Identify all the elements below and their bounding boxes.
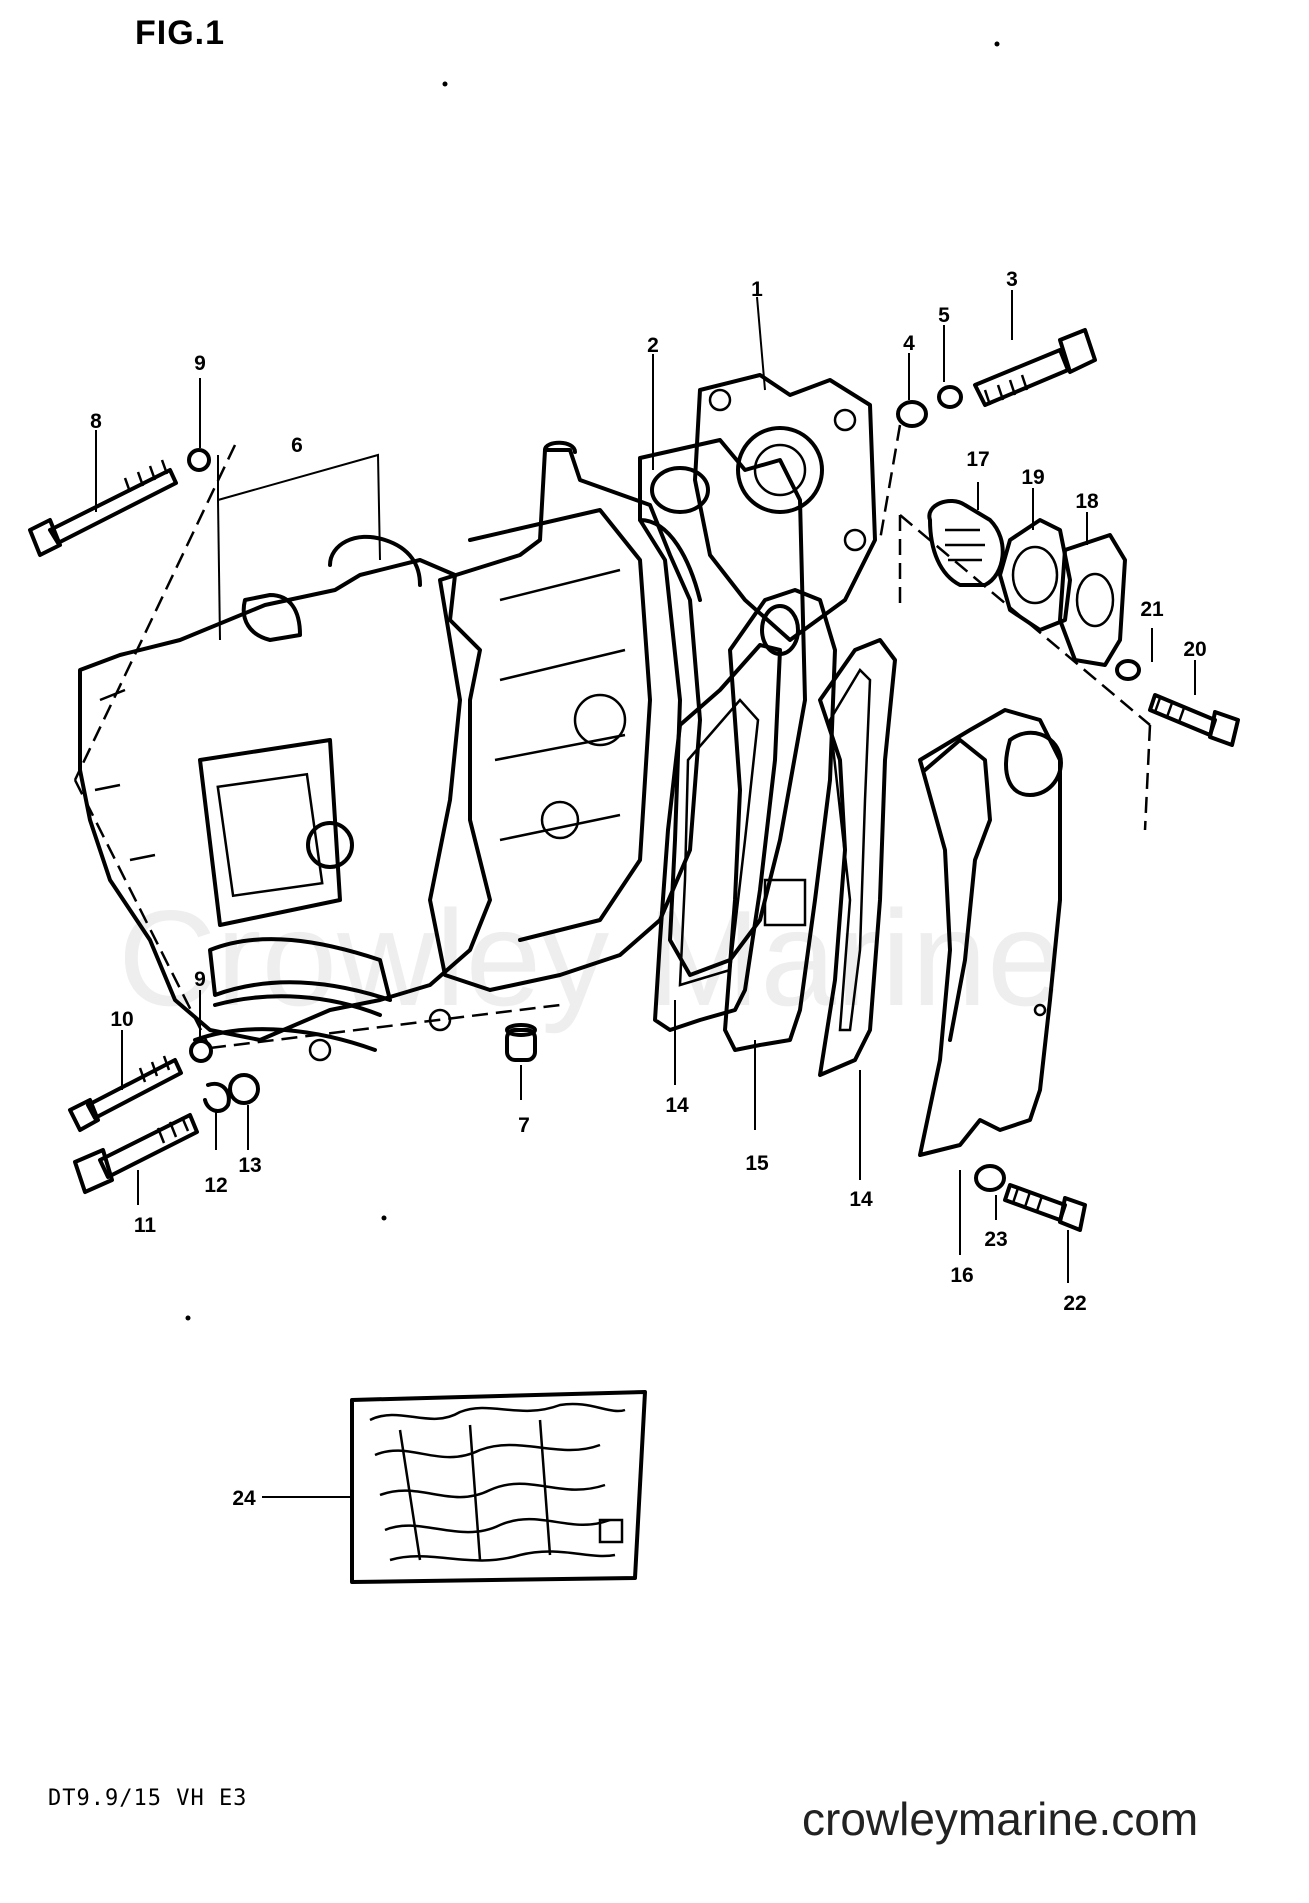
callout-labels: 1 2 3 4 5 6 7 8 9 9 10 11 12 13 14 14 15… <box>90 268 1207 1510</box>
dowel-pin-part-7 <box>505 1023 537 1062</box>
callout-23: 23 <box>984 1228 1007 1251</box>
callout-13: 13 <box>238 1154 261 1177</box>
callout-19: 19 <box>1021 466 1044 489</box>
washer-part-13 <box>228 1073 260 1105</box>
thermostat-gasket-part-19 <box>998 518 1072 632</box>
callout-2: 2 <box>647 334 659 357</box>
callout-15: 15 <box>745 1152 769 1175</box>
bolt-part-22 <box>1003 1183 1087 1232</box>
callout-8: 8 <box>90 410 102 433</box>
bolt-part-10 <box>68 1055 183 1132</box>
callout-3: 3 <box>1006 268 1018 291</box>
callout-9-upper: 9 <box>194 352 206 375</box>
callout-24: 24 <box>232 1487 256 1510</box>
callout-20: 20 <box>1183 638 1206 661</box>
callout-17: 17 <box>966 448 989 471</box>
callout-12: 12 <box>204 1174 227 1197</box>
bolt-part-20 <box>1148 693 1240 747</box>
exhaust-inner-cover-part-15 <box>723 588 837 1052</box>
bolt-part-11 <box>73 1113 199 1194</box>
callout-14-left: 14 <box>665 1094 689 1117</box>
washer-part-9-lower <box>189 1039 213 1063</box>
exhaust-gasket-part-14b <box>818 638 897 1077</box>
bolt-part-3 <box>973 328 1097 407</box>
cylinder-section <box>428 440 702 992</box>
callout-7: 7 <box>518 1114 530 1137</box>
callout-10: 10 <box>110 1008 133 1031</box>
callout-11: 11 <box>134 1214 157 1237</box>
head-gasket-part-2 <box>638 438 807 977</box>
bolt-part-8 <box>28 459 178 557</box>
figure-title: FIG.1 <box>135 14 226 52</box>
exhaust-gasket-part-14a <box>653 643 782 1032</box>
scan-specks <box>185 41 1000 1321</box>
cylinder-head-part-1 <box>693 373 877 642</box>
gasket-set-part-24 <box>350 1390 647 1584</box>
callout-5: 5 <box>938 304 950 327</box>
thermostat-cover-part-18 <box>1058 533 1127 667</box>
assembly-guide-lines <box>73 424 1152 1050</box>
washer-part-9-upper <box>187 448 211 472</box>
callout-9-lower: 9 <box>194 968 206 991</box>
leader-lines <box>95 290 1196 1498</box>
watermark: Crowley Marine <box>118 882 1063 1034</box>
callout-22: 22 <box>1063 1292 1086 1315</box>
lock-washer-part-12 <box>203 1081 231 1113</box>
washer-part-4 <box>896 400 928 428</box>
model-code: DT9.9/15 VH E3 <box>48 1786 248 1811</box>
exhaust-outer-cover-part-16 <box>918 708 1063 1157</box>
callout-21: 21 <box>1140 598 1164 621</box>
callout-6: 6 <box>291 434 303 457</box>
callout-4: 4 <box>903 332 915 355</box>
thermostat-part-17 <box>927 499 1005 587</box>
callout-16: 16 <box>950 1264 973 1287</box>
crankcase-part-6 <box>78 534 492 1062</box>
lock-washer-part-5 <box>937 385 963 409</box>
callout-1: 1 <box>751 278 763 301</box>
washer-part-21 <box>1115 659 1141 681</box>
washer-part-23 <box>974 1164 1006 1192</box>
site-url[interactable]: crowleymarine.com <box>802 1793 1199 1845</box>
callout-14-right: 14 <box>849 1188 873 1211</box>
callout-18: 18 <box>1075 490 1099 513</box>
